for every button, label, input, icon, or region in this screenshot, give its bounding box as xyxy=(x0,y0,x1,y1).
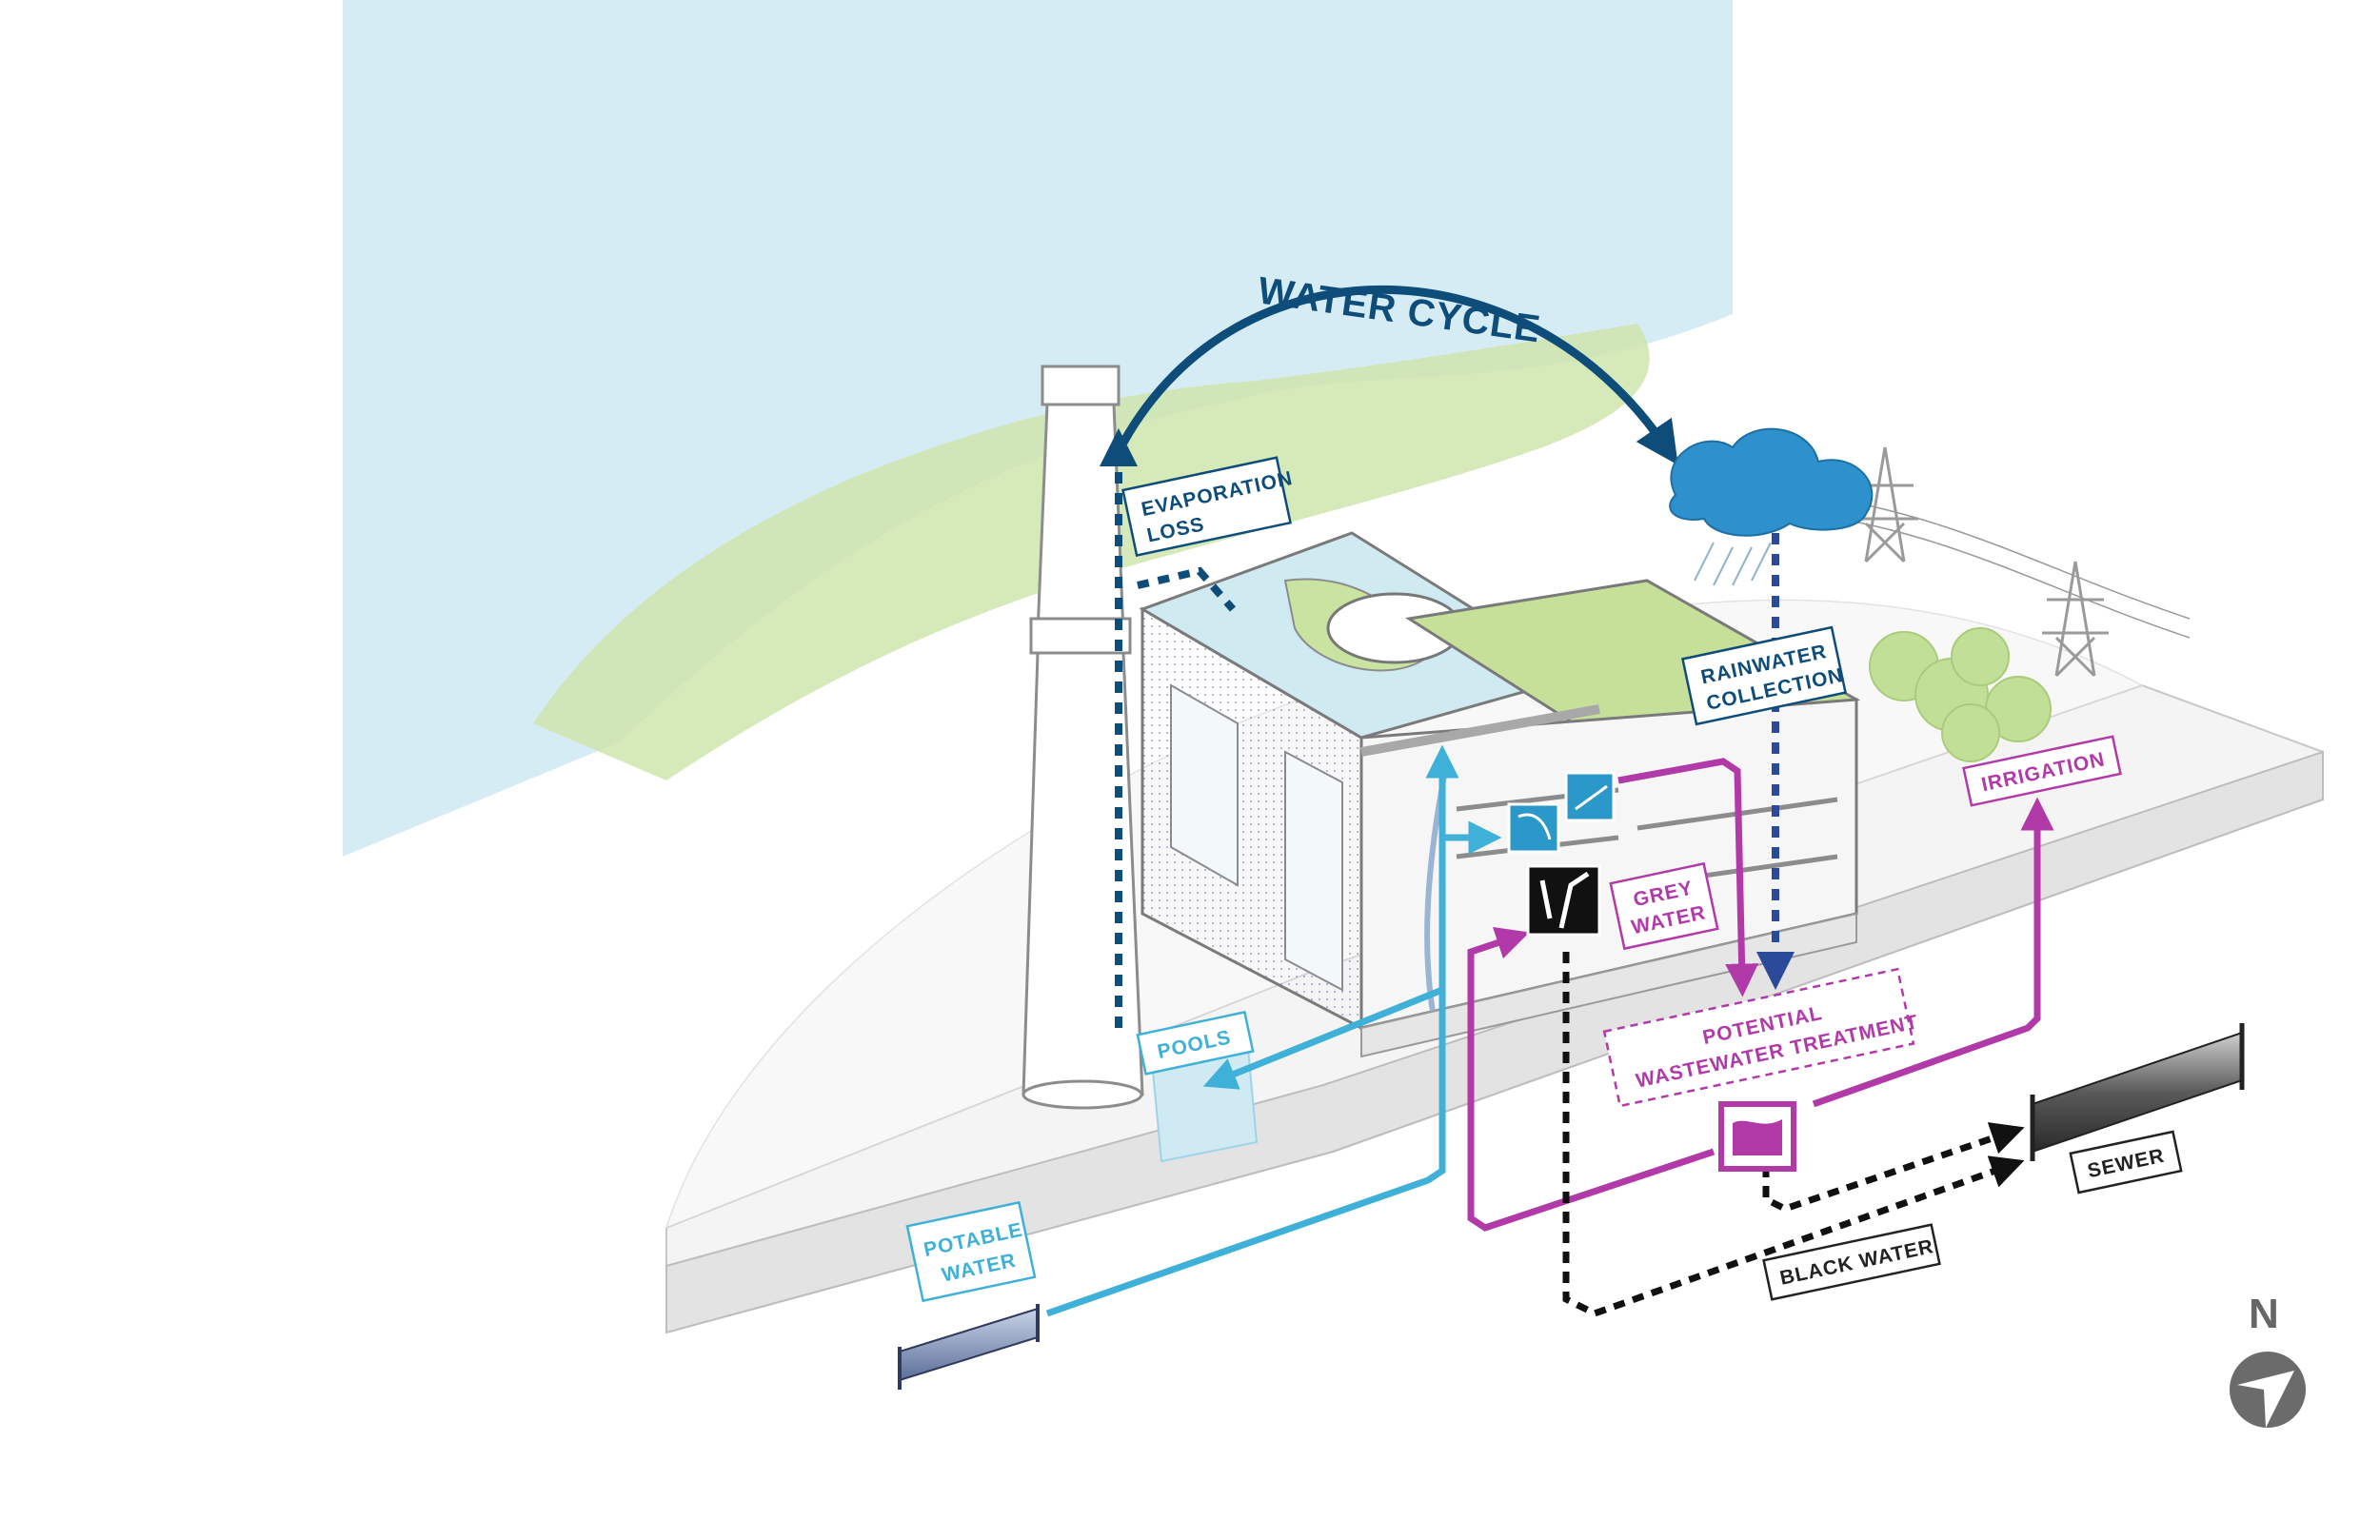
building-base xyxy=(1360,912,1857,1058)
label-sewer: SEWER xyxy=(2069,1130,2183,1194)
building xyxy=(1139,531,1861,1058)
treatment-tank-icon xyxy=(1718,1101,1796,1172)
pools-flow xyxy=(1202,986,1444,1090)
potable-water-flow xyxy=(1045,744,1459,1317)
water-cycle-arrow xyxy=(1120,286,1678,465)
label-black-water: BLACK WATER xyxy=(1762,1223,1941,1301)
label-grey-water: GREYWATER xyxy=(1609,861,1719,951)
label-potable-water: POTABLEWATER xyxy=(905,1200,1037,1303)
trees xyxy=(1869,627,2052,762)
label-pools: POOLS xyxy=(1136,1010,1255,1076)
shower-icon xyxy=(1507,802,1560,854)
ground-edge xyxy=(665,750,2324,1334)
label-rainwater-collection: RAINWATERCOLLECTION xyxy=(1680,625,1848,726)
label-evaporation-loss: EVAPORATIONLOSS xyxy=(1121,456,1295,557)
rain-cloud-icon xyxy=(1669,427,1874,586)
grey-water-flow xyxy=(1617,758,1759,997)
irrigation-flow xyxy=(1812,797,2054,1108)
potable-pipe xyxy=(898,1304,1040,1390)
sewer-pipe xyxy=(2030,1023,2245,1161)
flows xyxy=(1045,428,2054,1317)
faucet-icon xyxy=(1564,771,1616,822)
north-label: N xyxy=(2249,1291,2280,1337)
black-water-flow xyxy=(1562,952,2025,1317)
toilet-icon xyxy=(1526,864,1601,937)
north-arrow-icon: N xyxy=(2230,1291,2306,1428)
